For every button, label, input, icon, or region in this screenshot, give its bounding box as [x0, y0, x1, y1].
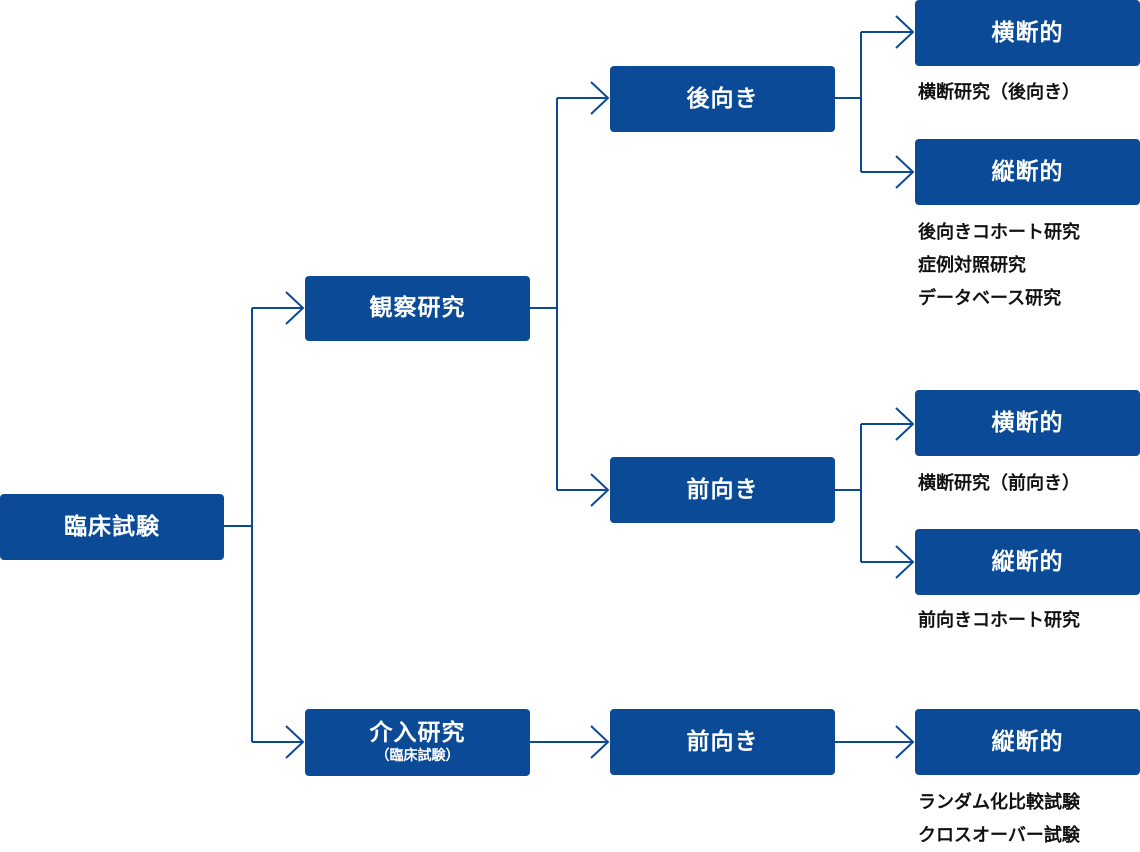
desc-pro-cross-sectional: 横断研究（前向き） — [918, 467, 1080, 500]
node-label: 臨床試験 — [64, 513, 160, 540]
arrowhead-interventional — [285, 725, 305, 759]
arrowhead-pro-longi — [895, 545, 915, 579]
arrowhead-retro-cross — [895, 15, 915, 49]
desc-line: 横断研究（後向き） — [918, 82, 1080, 103]
node-prospective: 前向き — [610, 457, 835, 523]
node-retro-cross-sectional: 横断的 — [915, 0, 1140, 66]
node-label: 観察研究 — [369, 295, 466, 322]
node-sublabel: （臨床試験） — [375, 747, 460, 764]
arrowhead-observational — [285, 291, 305, 325]
desc-pro-longitudinal: 前向きコホート研究 — [918, 604, 1080, 637]
node-intervention-prospective: 前向き — [610, 709, 835, 775]
desc-retro-cross-sectional: 横断研究（後向き） — [918, 76, 1080, 109]
desc-retro-longitudinal: 後向きコホート研究 症例対照研究 データベース研究 — [918, 216, 1080, 315]
node-label: 前向き — [686, 728, 759, 755]
node-label: 縦断的 — [991, 548, 1064, 575]
node-retro-longitudinal: 縦断的 — [915, 139, 1140, 205]
node-label: 縦断的 — [991, 158, 1064, 185]
desc-line: 症例対照研究 — [918, 255, 1026, 276]
arrowhead-retro-longi — [895, 155, 915, 189]
connector-retrospective — [835, 32, 862, 172]
node-int-longitudinal: 縦断的 — [915, 709, 1140, 775]
node-pro-longitudinal: 縦断的 — [915, 529, 1140, 595]
desc-int-longitudinal: ランダム化比較試験 クロスオーバー試験 — [918, 786, 1080, 852]
node-label: 前向き — [686, 476, 759, 503]
arrowhead-prospective — [590, 473, 610, 507]
node-pro-cross-sectional: 横断的 — [915, 390, 1140, 456]
node-label: 横断的 — [991, 19, 1064, 46]
arrowhead-intervention-prospective — [590, 725, 610, 759]
desc-line: クロスオーバー試験 — [918, 825, 1080, 846]
node-observational-study: 観察研究 — [305, 276, 530, 341]
desc-line: 後向きコホート研究 — [918, 222, 1080, 243]
node-label: 横断的 — [991, 409, 1064, 436]
node-label: 介入研究 — [369, 720, 466, 747]
arrowhead-retrospective — [590, 81, 610, 115]
node-retrospective: 後向き — [610, 66, 835, 132]
connector-observational — [530, 98, 558, 490]
arrowhead-int-longi — [895, 725, 915, 759]
desc-line: ランダム化比較試験 — [918, 792, 1080, 813]
arrowhead-pro-cross — [895, 407, 915, 441]
desc-line: データベース研究 — [918, 288, 1062, 309]
connector-root — [224, 308, 253, 742]
node-label: 縦断的 — [991, 728, 1064, 755]
node-label: 後向き — [686, 85, 759, 112]
connector-prospective — [835, 424, 862, 562]
desc-line: 横断研究（前向き） — [918, 473, 1080, 494]
node-clinical-trial-root: 臨床試験 — [0, 494, 224, 560]
node-interventional-study: 介入研究 （臨床試験） — [305, 709, 530, 776]
desc-line: 前向きコホート研究 — [918, 610, 1080, 631]
